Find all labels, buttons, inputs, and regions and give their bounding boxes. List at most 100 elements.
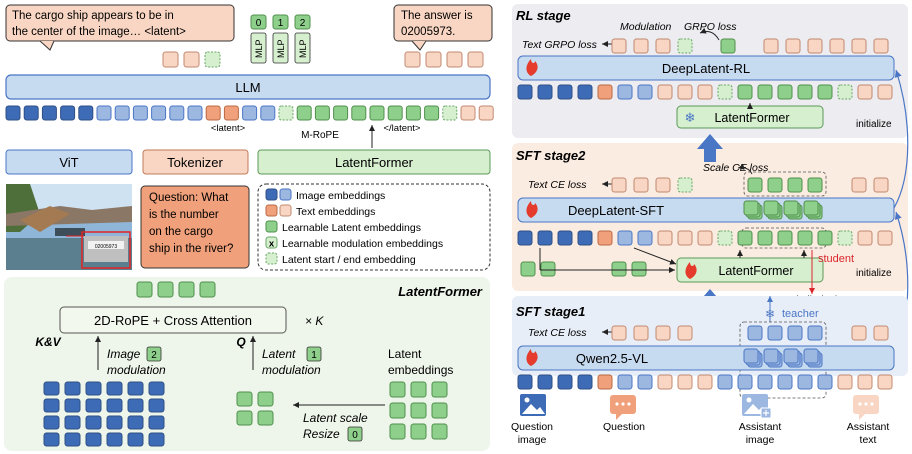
sft2-scale-token xyxy=(807,177,823,193)
sft2-output-tokens xyxy=(611,177,889,193)
rl-input-token xyxy=(537,84,553,100)
rl-output-token xyxy=(851,38,867,54)
sft2-stack-token xyxy=(783,200,799,216)
latentformer-block xyxy=(257,149,491,175)
legend-swatch xyxy=(265,236,278,249)
legend-label: Latent start / end embedding xyxy=(282,254,416,266)
initialize-arrow-upper xyxy=(893,69,909,209)
photo-ship-number: 02005973 xyxy=(95,244,117,250)
sft1-image-token xyxy=(767,325,783,341)
sft2-model-label: DeepLatent-SFT xyxy=(568,203,664,218)
sft1-output-token xyxy=(655,325,671,341)
latent-start-tag: <latent> xyxy=(211,123,246,134)
sft1-input-token xyxy=(597,374,613,390)
input-token xyxy=(387,105,403,121)
mlp-index: 1 xyxy=(278,18,284,29)
sft1-input-token xyxy=(617,374,633,390)
sft1-text-ce-loss: Text CE loss xyxy=(528,327,587,339)
sft1-output-token xyxy=(633,325,649,341)
answer-bubble-left-line1: The cargo ship appears to be in xyxy=(12,10,174,22)
latent-embedding-token xyxy=(389,381,406,398)
input-token xyxy=(369,105,385,121)
mlp-index-box xyxy=(250,14,267,30)
sft2-input-token xyxy=(517,230,533,246)
input-token xyxy=(424,105,440,121)
repeat-k-label: × K xyxy=(305,314,324,328)
sft1-teacher-label: teacher xyxy=(782,308,819,320)
image-token-grid xyxy=(43,381,165,447)
rl-model-block xyxy=(517,55,895,81)
sft2-stack-token xyxy=(763,200,779,216)
question-line4: ship in the river? xyxy=(149,243,233,255)
sft2-input-token xyxy=(677,230,693,246)
rl-output-token xyxy=(829,38,845,54)
rl-input-token xyxy=(717,84,733,100)
input-token xyxy=(60,105,76,121)
rl-stage-title: RL stage xyxy=(516,8,571,23)
rl-input-token xyxy=(837,84,853,100)
legend-swatch xyxy=(279,188,292,201)
sft1-input-token xyxy=(697,374,713,390)
sft2-scale-token xyxy=(767,177,783,193)
rl-input-tokens xyxy=(517,84,893,100)
image-token xyxy=(148,415,165,430)
output-text-token xyxy=(425,51,442,68)
answer-bubble-right xyxy=(393,4,493,42)
rl-output-token xyxy=(677,38,693,54)
sft1-input-label-line1: Assistant xyxy=(739,421,782,433)
sft1-image-token xyxy=(747,325,763,341)
rl-input-token xyxy=(757,84,773,100)
rl-input-token xyxy=(877,84,893,100)
image-token xyxy=(127,381,144,396)
question-text-icon xyxy=(610,395,636,420)
sft2-text-ce-loss: Text CE loss xyxy=(528,179,587,191)
rl-input-token xyxy=(857,84,873,100)
question-line1: Question: What xyxy=(149,192,229,204)
sft2-input-tokens xyxy=(517,230,893,246)
image-token xyxy=(85,381,102,396)
latent-modulation-line1: Latent xyxy=(262,347,296,361)
legend-label: Learnable Latent embeddings xyxy=(282,222,421,234)
sft2-output-token xyxy=(677,177,693,193)
mlp-label: MLP xyxy=(298,39,308,58)
sft1-input-token xyxy=(837,374,853,390)
latent-output-token xyxy=(178,281,195,298)
image-token xyxy=(64,432,81,447)
rl-flame-icon xyxy=(526,59,538,76)
resized-latent-token xyxy=(257,410,274,426)
sft1-stacked-image-tokens xyxy=(743,348,823,368)
sft1-input-token xyxy=(677,374,693,390)
rl-input-token xyxy=(517,84,533,100)
sft1-model-label: Qwen2.5-VL xyxy=(576,351,648,366)
latent-modulation-index-box xyxy=(306,346,322,362)
sft2-latent-token xyxy=(631,261,647,277)
latentformer-output-tokens xyxy=(136,281,216,298)
input-token xyxy=(460,105,476,121)
sft1-input-token xyxy=(537,374,553,390)
rl-model-label: DeepLatent-RL xyxy=(662,61,750,76)
sft2-latentformer-block xyxy=(676,257,824,283)
vit-block xyxy=(5,149,133,175)
mlp-label: MLP xyxy=(254,39,264,58)
image-token xyxy=(43,398,60,413)
rl-input-token xyxy=(697,84,713,100)
sft2-input-token xyxy=(777,230,793,246)
sft2-latent-token xyxy=(520,261,536,277)
sft2-input-token xyxy=(537,230,553,246)
image-token xyxy=(43,381,60,396)
rl-output-token xyxy=(807,38,823,54)
sft1-input-token xyxy=(717,374,733,390)
resized-latent-token xyxy=(257,391,274,407)
resized-latent-token xyxy=(236,391,253,407)
rl-output-token xyxy=(633,38,649,54)
input-token xyxy=(151,105,167,121)
sft1-stack-token xyxy=(803,348,819,364)
sft1-output-token xyxy=(677,325,693,341)
legend-box xyxy=(257,183,491,271)
sft1-input-label-line2: image xyxy=(518,434,547,446)
sft2-output-token xyxy=(633,177,649,193)
sft1-input-token xyxy=(517,374,533,390)
input-token xyxy=(187,105,203,121)
sft1-input-label-line1: Question xyxy=(511,421,553,433)
